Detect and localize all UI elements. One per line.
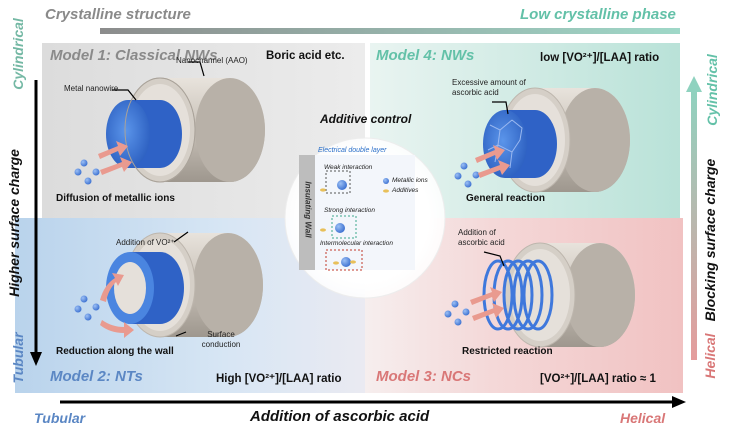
right-axis-top-label: Cylindrical bbox=[704, 54, 720, 126]
model1-ions bbox=[74, 159, 100, 185]
right-axis-middle-label: Blocking surface charge bbox=[702, 158, 718, 322]
center-weak-label: Weak interaction bbox=[324, 164, 373, 171]
strong-ion bbox=[335, 223, 345, 233]
model4-title: Model 4: NWs bbox=[376, 47, 475, 64]
additive-marks bbox=[320, 188, 389, 265]
model1-wire-label: Metal nanowire bbox=[64, 84, 119, 93]
model2-title: Model 2: NTs bbox=[50, 368, 143, 385]
model1-condition: Boric acid etc. bbox=[266, 50, 345, 62]
model3-flow-arrows bbox=[470, 287, 504, 321]
model2-cylinder bbox=[106, 232, 263, 338]
weak-box bbox=[325, 170, 351, 194]
leader-lines bbox=[112, 61, 509, 337]
bottom-axis-left-label: Tubular bbox=[34, 410, 86, 426]
inter-ion bbox=[341, 257, 351, 267]
center-wall-label: Insulating Wall bbox=[303, 181, 313, 238]
left-axis-arrow-head bbox=[30, 352, 42, 366]
model3-title: Model 3: NCs bbox=[376, 368, 472, 385]
top-right-title: Low crystalline phase bbox=[520, 6, 676, 23]
strong-box bbox=[331, 215, 357, 239]
left-axis-bottom-label: Tubular bbox=[10, 332, 26, 384]
right-axis-bar bbox=[691, 90, 697, 360]
model3-condition: [VO²⁺]/[LAA] ratio ≈ 1 bbox=[540, 373, 656, 385]
model2-condition: High [VO²⁺]/[LAA] ratio bbox=[216, 373, 342, 385]
model3-cylinder bbox=[482, 242, 635, 348]
center-strong-label: Strong interaction bbox=[324, 207, 375, 214]
right-axis-bottom-label: Helical bbox=[702, 333, 718, 379]
top-gradient-bar bbox=[100, 28, 680, 34]
model1-flow-arrows bbox=[98, 141, 132, 175]
double-layer-area bbox=[315, 155, 415, 270]
model4-cylinder bbox=[483, 87, 630, 193]
model1-channel-label: Nanochannel (AAO) bbox=[176, 56, 248, 65]
model2-flow-arrows bbox=[100, 273, 134, 338]
bottom-axis-right-label: Helical bbox=[620, 410, 666, 426]
model4-ions bbox=[454, 162, 480, 188]
right-axis-arrow-head bbox=[686, 76, 702, 92]
model3-ions bbox=[444, 300, 470, 326]
model1-cylinder bbox=[106, 77, 265, 183]
model4-condition: low [VO²⁺]/[LAA] ratio bbox=[540, 52, 660, 64]
legend-ion-dot bbox=[383, 178, 389, 184]
weak-ion bbox=[337, 180, 347, 190]
insulating-wall bbox=[299, 155, 315, 270]
center-legend-additives: Additives bbox=[392, 187, 419, 194]
model1-caption: Diffusion of metallic ions bbox=[56, 193, 175, 204]
center-legend-ions: Metallic ions bbox=[392, 177, 428, 184]
bottom-axis-arrow-head bbox=[672, 396, 686, 408]
center-title: Additive control bbox=[320, 112, 412, 126]
model2-ions bbox=[74, 295, 100, 321]
model2-surface-label: Surface conduction bbox=[201, 330, 241, 349]
model3-caption: Restricted reaction bbox=[462, 346, 553, 357]
center-edl-label: Electrical double layer bbox=[318, 147, 387, 154]
model1-title: Model 1: Classical NWs bbox=[50, 47, 218, 64]
top-left-title: Crystalline structure bbox=[45, 6, 191, 23]
center-intermolecular-label: Intermolecular interaction bbox=[320, 240, 393, 247]
model2-add-label: Addition of VO²⁺ bbox=[116, 238, 175, 247]
model4-excess-label: Excessive amount of ascorbic acid bbox=[452, 78, 526, 97]
bottom-axis-middle-label: Addition of ascorbic acid bbox=[250, 408, 430, 425]
model2-caption: Reduction along the wall bbox=[56, 346, 174, 357]
left-axis-middle-label: Higher surface charge bbox=[6, 149, 22, 297]
model4-caption: General reaction bbox=[466, 193, 545, 204]
model4-flow-arrows bbox=[475, 145, 510, 178]
model3-add-label: Addition of ascorbic acid bbox=[458, 228, 505, 247]
left-axis-top-label: Cylindrical bbox=[10, 18, 26, 90]
intermolecular-box bbox=[325, 249, 363, 271]
